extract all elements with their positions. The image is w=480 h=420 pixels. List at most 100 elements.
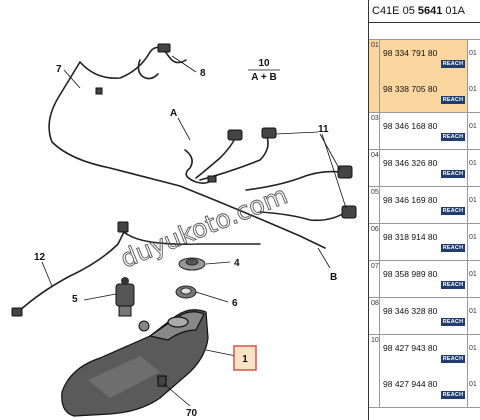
leader-1	[205, 349, 237, 357]
group-ref: 03	[369, 113, 380, 149]
callout-4[interactable]: 4	[234, 258, 240, 269]
callout-12[interactable]: 12	[34, 252, 46, 263]
part-number[interactable]: 98 346 168 80	[383, 121, 438, 131]
quantity-column	[468, 261, 480, 297]
reach-badge: REACH	[441, 60, 465, 68]
part-quantity: 01	[469, 308, 477, 315]
quantity-column	[468, 150, 480, 186]
harness-12	[17, 231, 125, 313]
leader-4	[205, 261, 231, 265]
part-number[interactable]: 98 346 326 80	[383, 158, 438, 168]
callout-10-number[interactable]: 10	[258, 58, 270, 69]
watermark-text: duyukoto.com	[116, 180, 291, 273]
part-quantity: 01	[469, 160, 477, 167]
catalog-suffix: 01A	[442, 5, 465, 17]
part-number[interactable]: 98 318 914 80	[383, 232, 438, 242]
connector-11a	[261, 127, 277, 139]
reach-badge: REACH	[441, 281, 465, 289]
callout-1-box[interactable]	[233, 345, 257, 371]
callout-7[interactable]: 7	[56, 64, 62, 75]
part-number[interactable]: 98 346 328 80	[383, 306, 438, 316]
part-quantity: 01	[469, 86, 477, 93]
connector-11c	[341, 205, 357, 219]
part-5-pump	[115, 277, 135, 317]
part-quantity: 01	[469, 234, 477, 241]
leader-7	[63, 69, 81, 89]
part-number[interactable]: 98 427 944 80	[383, 379, 438, 389]
part-number[interactable]: 98 358 989 80	[383, 269, 438, 279]
connector-mid	[117, 221, 129, 233]
connector-8	[157, 43, 171, 53]
callout-1[interactable]: 1	[242, 354, 248, 365]
callout-B[interactable]: B	[330, 272, 337, 283]
callout-A[interactable]: A	[170, 108, 177, 119]
leader-B	[317, 247, 331, 269]
part-quantity: 01	[469, 197, 477, 204]
callout-6[interactable]: 6	[232, 298, 238, 309]
group-ref: 08	[369, 298, 380, 334]
callout-5[interactable]: 5	[72, 294, 78, 305]
part-number[interactable]: 98 334 791 80	[383, 48, 438, 58]
part-quantity: 01	[469, 123, 477, 130]
harness-hook	[137, 59, 159, 80]
parts-diagram: duyukoto.com 7 8 10 A + B A 11 B 12 4 5 …	[11, 43, 357, 419]
reach-badge: REACH	[441, 170, 465, 178]
leader-6	[195, 291, 229, 303]
leader-A	[177, 117, 191, 141]
group-ref: 07	[369, 261, 380, 297]
reach-badge: REACH	[441, 318, 465, 326]
part-number[interactable]: 98 427 943 80	[383, 343, 438, 353]
quantity-column	[468, 187, 480, 223]
clip-7	[95, 87, 103, 95]
leader-11a	[275, 131, 319, 135]
part-number[interactable]: 98 346 169 80	[383, 195, 438, 205]
harness-branch-A2	[195, 135, 237, 179]
callout-70[interactable]: 70	[186, 408, 198, 419]
reach-badge: REACH	[441, 355, 465, 363]
clip-mid	[207, 175, 217, 183]
callout-10-label[interactable]: A + B	[251, 72, 276, 83]
part-number[interactable]: 98 338 705 80	[383, 84, 438, 94]
callout-8[interactable]: 8	[200, 68, 206, 79]
callout-11[interactable]: 11	[318, 124, 329, 135]
connector-11b	[337, 165, 353, 179]
leader-11c	[321, 133, 347, 209]
panel-spacer	[369, 23, 480, 40]
part-quantity: 01	[469, 381, 477, 388]
part-6-seal	[175, 285, 197, 299]
group-ref: 06	[369, 224, 380, 260]
quantity-column	[468, 224, 480, 260]
quantity-column	[468, 113, 480, 149]
part-4-cap	[178, 257, 206, 271]
reach-badge: REACH	[441, 207, 465, 215]
group-ref: 04	[369, 150, 380, 186]
